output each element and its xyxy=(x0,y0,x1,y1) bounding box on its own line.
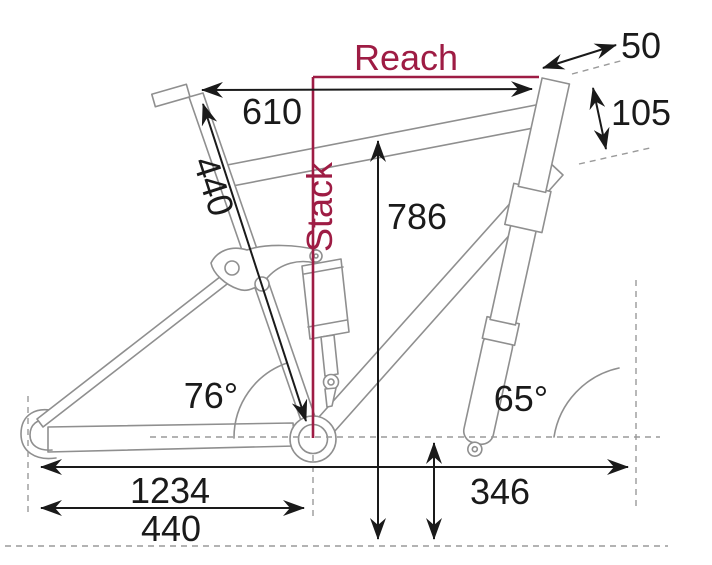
reach-stack-lines xyxy=(311,75,539,438)
chainstay-tube xyxy=(47,422,296,453)
front-axle xyxy=(467,441,483,457)
shock-cap-line-bottom xyxy=(307,319,348,328)
head-angle-arc xyxy=(553,367,620,438)
label-seat-angle-76: 76° xyxy=(184,375,238,416)
label-wheelbase-1234: 1234 xyxy=(130,470,210,511)
shock-lower-mount xyxy=(324,387,337,408)
rear-dropout xyxy=(20,409,59,460)
label-seat-tube-440: 440 xyxy=(185,151,243,221)
label-axle-height-346: 346 xyxy=(470,471,530,512)
shock-shaft xyxy=(320,334,339,377)
stem-datum xyxy=(571,59,625,75)
label-reach: Reach xyxy=(354,37,458,78)
seat-tube-440-arrow xyxy=(201,103,308,422)
shock-cap-line-top xyxy=(303,266,344,275)
label-top-tube-610: 610 xyxy=(242,91,302,132)
label-standover-786: 786 xyxy=(387,196,447,237)
head-tube xyxy=(517,77,571,194)
front-axle-bolt xyxy=(471,445,479,453)
shock-eyelet-bolt xyxy=(327,378,335,386)
head-tube-lower-datum xyxy=(578,147,651,165)
stem-50-arrow xyxy=(542,43,617,70)
label-stack: Stack xyxy=(299,161,340,252)
label-chainstay-440: 440 xyxy=(141,508,201,549)
rocker-pivot-front xyxy=(224,260,240,276)
measurement-labels: Reach Stack 610 440 786 50 105 76° 65° 1… xyxy=(130,25,671,549)
fork-assembly xyxy=(462,77,571,457)
top-tube-610-arrow xyxy=(201,81,533,98)
seatpost-head xyxy=(150,83,191,108)
head-tube-105-arrow xyxy=(589,87,610,150)
label-head-angle-65: 65° xyxy=(494,378,548,419)
measurement-arrows xyxy=(40,43,629,540)
label-head-tube-105: 105 xyxy=(611,92,671,133)
label-stem-50: 50 xyxy=(621,25,661,66)
